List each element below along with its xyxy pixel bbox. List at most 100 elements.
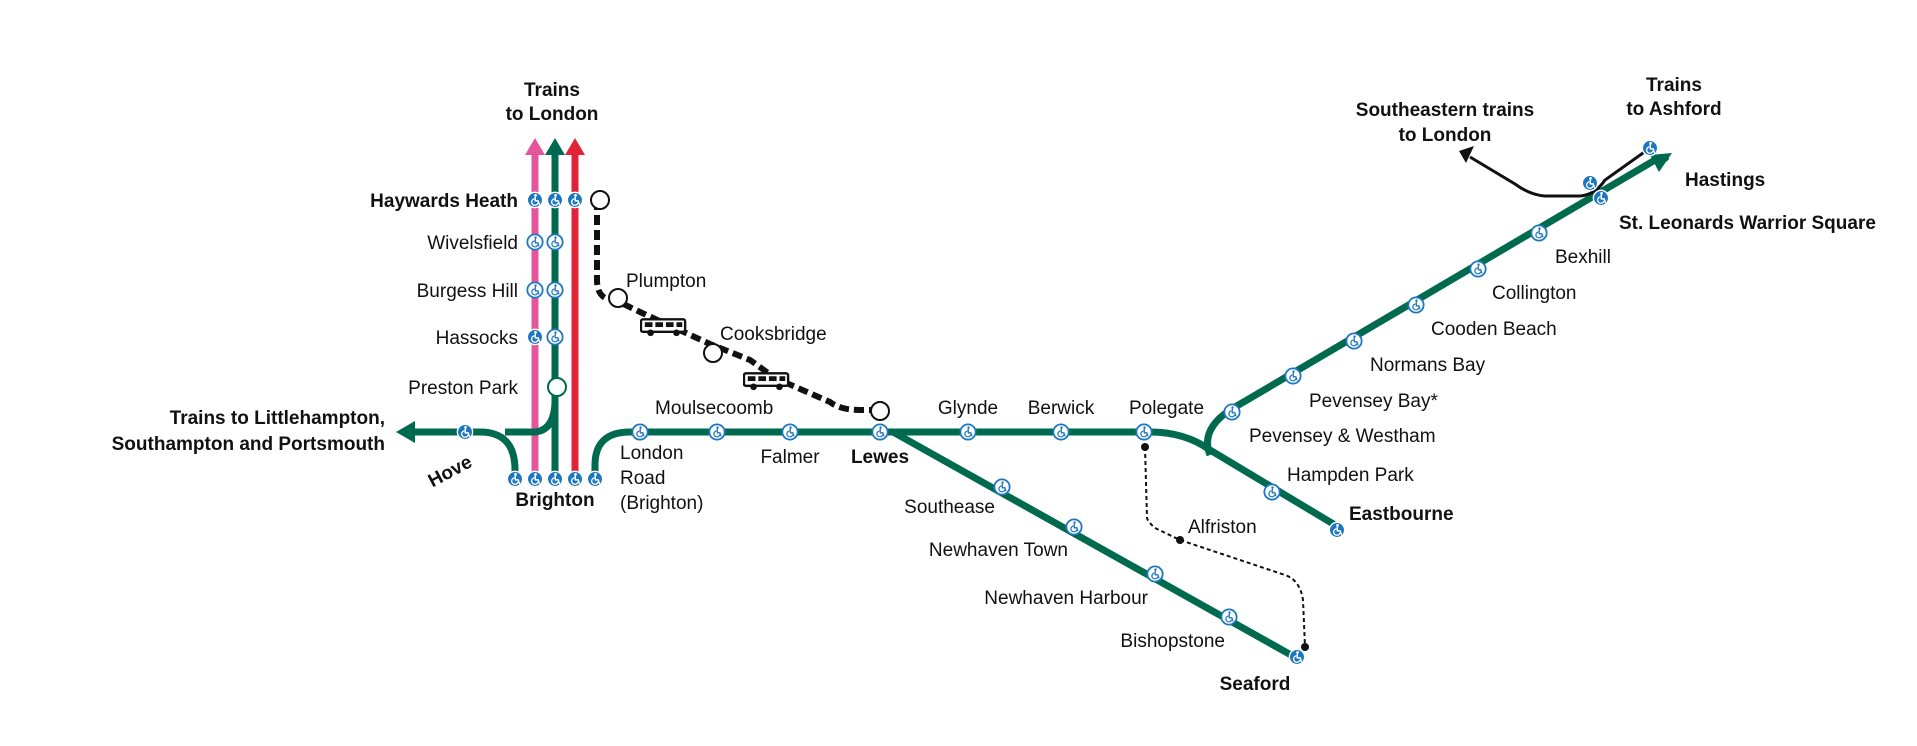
alfriston-link-dot — [1176, 536, 1184, 544]
dest-ashford-line1: Trains — [1646, 75, 1702, 96]
alfriston-link-dot — [1301, 643, 1309, 651]
bus-link-line — [594, 200, 878, 413]
west-coastway-line — [420, 428, 519, 480]
dest-southeastern-line2: to London — [1399, 125, 1492, 146]
station-marker-wivelsfield — [546, 233, 564, 251]
station-marker-pevensey-westham — [1223, 403, 1241, 421]
station-marker-hampden-park — [1263, 483, 1281, 501]
station-marker-brighton — [526, 470, 544, 488]
station-marker-brighton — [586, 470, 604, 488]
dest-london-north-line2: to London — [506, 104, 599, 125]
alfriston-link-line — [1144, 446, 1306, 648]
bus-icon — [743, 372, 790, 392]
station-marker-lewes — [871, 423, 889, 441]
label-glynde: Glynde — [938, 398, 998, 419]
label-lewes: Lewes — [851, 447, 909, 468]
station-marker-haywards-heath-bus — [590, 190, 610, 210]
station-marker-burgess-hill — [546, 281, 564, 299]
label-falmer: Falmer — [760, 447, 820, 468]
label-hastings: Hastings — [1685, 170, 1765, 191]
label-hove: Hove — [425, 452, 476, 492]
station-marker-hastings — [1641, 139, 1659, 157]
station-marker-berwick — [1052, 423, 1070, 441]
alfriston-link-dot — [1141, 443, 1149, 451]
label-bishopstone: Bishopstone — [1120, 631, 1225, 652]
label-berwick: Berwick — [1028, 398, 1095, 419]
label-bexhill: Bexhill — [1555, 247, 1611, 268]
ashford-stub — [1654, 155, 1670, 166]
station-marker-hassocks — [546, 328, 564, 346]
label-preston-park: Preston Park — [408, 378, 518, 399]
label-alfriston: Alfriston — [1188, 517, 1257, 538]
station-marker-normans-bay — [1345, 332, 1363, 350]
station-marker-pevensey-bay — [1284, 367, 1302, 385]
label-newhaven-town: Newhaven Town — [929, 540, 1068, 561]
label-cooksbridge: Cooksbridge — [720, 324, 827, 345]
station-marker-eastbourne — [1328, 521, 1346, 539]
label-london-road-line2: Road — [620, 468, 665, 489]
station-marker-st-leonards — [1592, 189, 1610, 207]
label-hassocks: Hassocks — [436, 328, 518, 349]
dest-london-north-line1: Trains — [524, 80, 580, 101]
label-polegate: Polegate — [1129, 398, 1204, 419]
station-marker-hassocks — [526, 328, 544, 346]
label-seaford: Seaford — [1220, 674, 1291, 695]
station-marker-haywards-heath — [546, 191, 564, 209]
label-hampden-park: Hampden Park — [1287, 465, 1414, 486]
plain-stops — [547, 190, 1309, 651]
west-arrowhead — [396, 421, 415, 443]
station-marker-london-road — [631, 423, 649, 441]
label-wivelsfield: Wivelsfield — [427, 233, 518, 254]
red-arrowhead — [565, 138, 585, 155]
label-cooden-beach: Cooden Beach — [1431, 319, 1557, 340]
label-haywards-heath: Haywards Heath — [370, 191, 518, 212]
hove-curve — [505, 399, 559, 436]
label-brighton: Brighton — [515, 490, 594, 511]
southeastern-line — [1469, 146, 1651, 198]
dest-west-line1: Trains to Littlehampton, — [170, 408, 385, 429]
dest-west-line2: Southampton and Portsmouth — [112, 434, 385, 455]
station-marker-wivelsfield — [526, 233, 544, 251]
station-marker-haywards-heath — [566, 191, 584, 209]
dest-southeastern-line1: Southeastern trains — [1356, 100, 1534, 121]
label-southease: Southease — [904, 497, 995, 518]
station-marker-polegate — [1135, 423, 1153, 441]
label-st-leonards: St. Leonards Warrior Square — [1619, 213, 1876, 234]
station-marker-collington — [1469, 260, 1487, 278]
station-marker-falmer — [781, 423, 799, 441]
label-collington: Collington — [1492, 283, 1577, 304]
station-marker-burgess-hill — [526, 281, 544, 299]
station-marker-seaford — [1288, 648, 1306, 666]
bus-icon — [640, 318, 687, 338]
station-marker-plumpton — [608, 288, 628, 308]
label-pevensey-bay: Pevensey Bay* — [1309, 391, 1438, 412]
station-labels: Haywards Heath Wivelsfield Burgess Hill … — [370, 170, 1876, 695]
destination-labels: Trains to London Trains to Littlehampton… — [112, 75, 1722, 455]
label-london-road-line3: (Brighton) — [620, 493, 703, 514]
station-marker-hove — [456, 423, 474, 441]
station-marker-brighton — [546, 470, 564, 488]
station-marker-newhaven-harbour — [1146, 565, 1164, 583]
label-london-road-line1: London — [620, 443, 683, 464]
station-marker-brighton — [566, 470, 584, 488]
station-marker-lewes-bus — [870, 401, 890, 421]
station-marker-haywards-heath — [526, 191, 544, 209]
pink-arrowhead — [525, 138, 545, 155]
dest-ashford-line2: to Ashford — [1626, 99, 1721, 120]
label-normans-bay: Normans Bay — [1370, 355, 1486, 376]
station-marker-glynde — [959, 423, 977, 441]
label-burgess-hill: Burgess Hill — [417, 281, 518, 302]
station-marker-moulsecoomb — [708, 423, 726, 441]
station-marker-preston-park — [547, 377, 567, 397]
station-marker-cooden-beach — [1407, 296, 1425, 314]
station-marker-newhaven-town — [1065, 518, 1083, 536]
label-plumpton: Plumpton — [626, 271, 706, 292]
label-newhaven-harbour: Newhaven Harbour — [984, 588, 1148, 609]
label-pevensey-westham: Pevensey & Westham — [1249, 426, 1436, 447]
station-marker-bishopstone — [1220, 608, 1238, 626]
station-marker-hastings — [1581, 174, 1599, 192]
station-marker-bexhill — [1530, 224, 1548, 242]
label-moulsecoomb: Moulsecoomb — [655, 398, 773, 419]
label-eastbourne: Eastbourne — [1349, 504, 1454, 525]
